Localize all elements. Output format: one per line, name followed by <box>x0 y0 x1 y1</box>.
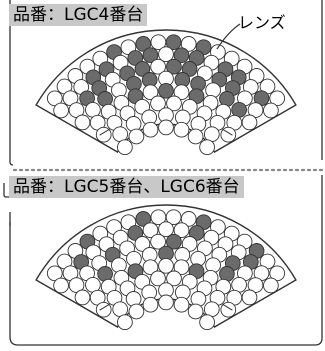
lens-dark <box>127 50 144 66</box>
lens-light <box>142 296 159 313</box>
lens-light <box>263 277 279 294</box>
lens-array-top <box>35 29 297 156</box>
lens-light <box>158 221 174 238</box>
lens-light <box>269 265 286 282</box>
lens-light <box>199 314 215 331</box>
lens-dark <box>188 225 205 241</box>
lens-dark <box>166 58 182 75</box>
lens-dark <box>173 47 190 64</box>
lens-light <box>173 84 190 101</box>
lens-dark <box>181 61 198 77</box>
lens-light <box>53 102 69 119</box>
lens-dark <box>135 211 152 227</box>
lens-light <box>173 259 190 276</box>
lens-light <box>187 303 204 320</box>
lens-light <box>142 259 159 276</box>
lens-light <box>142 222 159 239</box>
lens-light <box>128 303 145 320</box>
lens-light <box>181 236 198 252</box>
lens-dark <box>135 36 152 52</box>
lens-light <box>150 270 166 287</box>
lens-light <box>150 95 166 112</box>
lens-light <box>134 236 151 252</box>
lens-dark <box>127 225 144 241</box>
lens-dark <box>134 61 151 77</box>
product-label-lgc4: 品番：LGC4番台 <box>9 4 148 26</box>
lens-light <box>165 209 182 226</box>
fan-tick <box>99 303 110 311</box>
lens-light <box>117 139 133 156</box>
lens-callout-leader <box>216 23 241 50</box>
lens-light <box>158 294 174 311</box>
lens-light <box>46 265 63 282</box>
outer-frame-lines <box>3 0 323 346</box>
lens-light <box>166 95 182 112</box>
lens-light <box>180 36 197 52</box>
lens-light <box>173 121 190 138</box>
lens-dark <box>158 82 174 99</box>
lens-light <box>173 222 190 239</box>
lens-light <box>46 90 63 107</box>
lens-light <box>180 211 197 227</box>
lens-light <box>158 46 174 63</box>
lens-dark <box>188 50 205 66</box>
lens-light <box>128 128 145 145</box>
product-label-lgc5-lgc6: 品番：LGC5番台、LGC6番台 <box>9 176 244 198</box>
lens-dark <box>166 233 182 250</box>
lens-light <box>150 58 166 75</box>
lens-light <box>53 277 69 294</box>
lens-light <box>74 289 91 306</box>
lens-light <box>241 114 258 131</box>
lens-dark <box>142 47 159 64</box>
lens-light <box>166 270 182 287</box>
lens-light <box>199 139 215 156</box>
lens-light <box>173 296 190 313</box>
lens-array-bottom <box>35 204 297 331</box>
lens-light <box>142 121 159 138</box>
lens-light <box>74 114 91 131</box>
lens-light <box>142 84 159 101</box>
lens-light <box>117 314 133 331</box>
lens-light <box>158 257 174 274</box>
lens-light <box>150 233 166 250</box>
lens-light <box>241 289 258 306</box>
lens-dark <box>165 34 182 51</box>
lens-light <box>263 102 279 119</box>
lens-callout-label: レンズ <box>238 13 286 32</box>
fan-tick <box>99 128 110 136</box>
lens-light <box>187 128 204 145</box>
fan-tick <box>222 128 233 136</box>
lens-light <box>158 119 174 136</box>
fan-tick <box>222 303 233 311</box>
lens-light <box>269 90 286 107</box>
